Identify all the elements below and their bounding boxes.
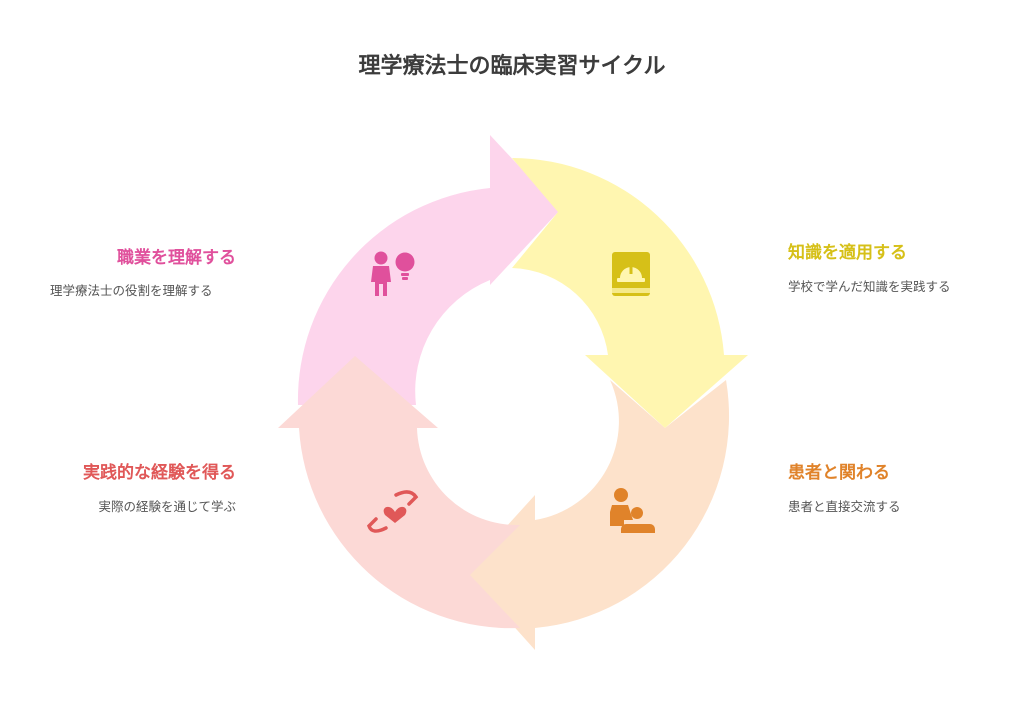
step-description: 理学療法士の役割を理解する [50, 283, 213, 298]
step-description: 患者と直接交流する [788, 499, 901, 514]
step-label-understand-profession: 職業を理解する [20, 247, 236, 269]
diagram-title: 理学療法士の臨床実習サイクル [358, 54, 666, 79]
step-label-apply-knowledge: 知識を適用する 学校で学んだ知識を実践する [788, 242, 988, 296]
step-description: 学校で学んだ知識を実践する [788, 279, 951, 294]
hardhat-book-icon [612, 252, 650, 296]
arrow-understand-profession [297, 135, 560, 405]
step-title: 職業を理解する [117, 248, 236, 268]
step-description: 実際の経験を通じて学ぶ [98, 499, 236, 514]
step-label-interact-patient: 患者と関わる 患者と直接交流する [788, 462, 988, 516]
step-title: 患者と関わる [788, 463, 890, 483]
step-title: 実践的な経験を得る [83, 463, 236, 483]
caregiver-patient-icon [610, 488, 655, 533]
step-desc-understand-profession-wrap: 理学療法士の役割を理解する [50, 282, 236, 300]
person-idea-icon [371, 251, 415, 296]
step-title: 知識を適用する [788, 243, 907, 263]
hands-heart-icon [366, 490, 419, 533]
arrow-interact-patient [465, 380, 730, 650]
step-label-practical-experience: 実践的な経験を得る 実際の経験を通じて学ぶ [20, 462, 236, 516]
